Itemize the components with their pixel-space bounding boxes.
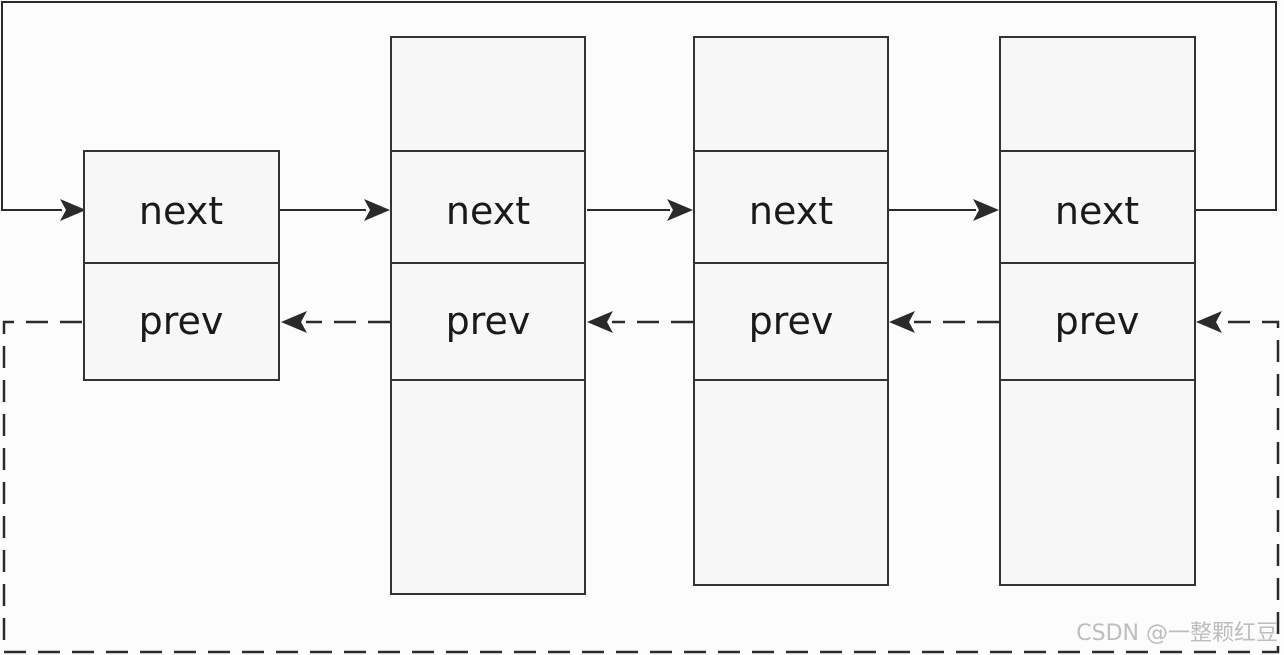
prev-arrowhead-2-to-1 <box>281 311 307 333</box>
watermark-text: CSDN @一整颗红豆 <box>1076 621 1278 646</box>
node-3-prev-label: prev <box>749 299 834 343</box>
node-3-prev-cell <box>693 262 889 381</box>
node-1-prev-label: prev <box>139 299 224 343</box>
node-3-bottom-cell <box>693 379 889 586</box>
list-node-4: next prev <box>999 36 1196 586</box>
node-2-next-label: next <box>446 189 530 233</box>
node-1-next-label: next <box>139 189 223 233</box>
next-arrowhead-1-to-2 <box>364 199 390 221</box>
wraparound-next-link <box>1 1 1277 211</box>
node-1-prev-cell <box>83 262 280 381</box>
list-node-1: next prev <box>83 150 280 381</box>
node-4-prev-cell <box>999 262 1196 381</box>
node-4-prev-label: prev <box>1055 299 1140 343</box>
wraparound-prev-arrowhead <box>1196 311 1222 333</box>
list-node-3: next prev <box>693 36 889 586</box>
node-4-top-cell <box>999 36 1196 152</box>
wraparound-prev-link <box>2 320 1280 654</box>
list-node-2: next prev <box>390 36 586 595</box>
node-3-top-cell <box>693 36 889 152</box>
node-2-next-cell <box>390 150 586 264</box>
next-arrowhead-2-to-3 <box>667 199 693 221</box>
node-2-top-cell <box>390 36 586 152</box>
node-2-prev-cell <box>390 262 586 381</box>
wraparound-next-arrowhead <box>60 199 86 221</box>
node-4-next-label: next <box>1055 189 1139 233</box>
prev-arrowhead-4-to-3 <box>889 311 915 333</box>
node-2-prev-label: prev <box>446 299 531 343</box>
next-arrowhead-3-to-4 <box>973 199 999 221</box>
node-2-bottom-cell <box>390 379 586 595</box>
node-4-next-cell <box>999 150 1196 264</box>
node-3-next-label: next <box>749 189 833 233</box>
prev-arrowhead-3-to-2 <box>587 311 613 333</box>
node-4-bottom-cell <box>999 379 1196 586</box>
